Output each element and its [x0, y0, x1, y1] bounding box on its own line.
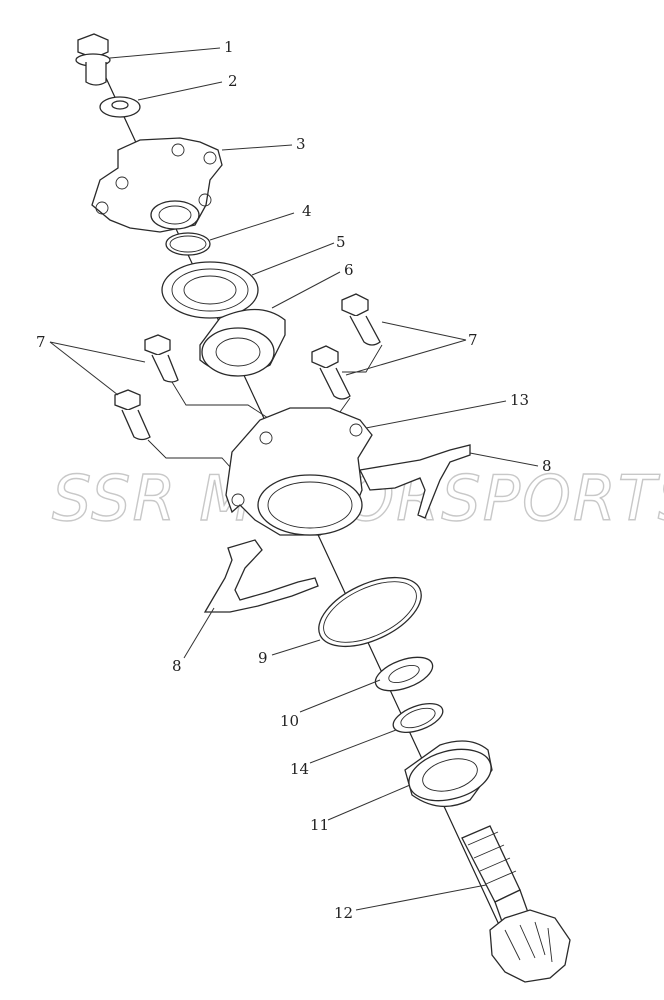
callout-7-left: 7: [36, 333, 46, 351]
part-10-spacer: [374, 656, 434, 692]
callout-4: 4: [302, 202, 312, 220]
part-7-bolt-left-top: [144, 334, 179, 383]
part-7-bolt-right-top: [341, 293, 381, 346]
part-14-shim: [392, 702, 444, 734]
part-4-o-ring: [165, 232, 211, 256]
part-6-bearing: [199, 308, 286, 377]
part-7-bolt-left-bottom: [114, 389, 151, 441]
callout-2: 2: [228, 72, 238, 90]
callout-13: 13: [510, 391, 529, 409]
callout-labels: 1 2 3 4 5 6 7 7 13 8 8 9 10 14 11 12: [36, 38, 552, 922]
part-8-gasket-left: [203, 539, 319, 613]
part-1-bolt: [75, 33, 111, 86]
part-3-flange: [91, 137, 223, 233]
part-5-oil-seal: [161, 261, 259, 319]
callout-8-left: 8: [172, 657, 182, 675]
callout-14: 14: [290, 760, 309, 778]
part-11-tapered-bearing: [404, 740, 493, 808]
part-2-washer: [99, 96, 141, 118]
part-13-housing: [225, 407, 373, 536]
part-8-gasket-right: [359, 444, 471, 519]
callout-7-right: 7: [468, 331, 478, 349]
callout-12: 12: [334, 904, 353, 922]
callout-3: 3: [296, 135, 306, 153]
part-9-large-o-ring: [318, 576, 422, 648]
callout-1: 1: [224, 38, 234, 56]
callout-8-right: 8: [542, 457, 552, 475]
callout-10: 10: [280, 712, 299, 730]
callout-6: 6: [344, 261, 354, 279]
callout-9: 9: [258, 649, 268, 667]
leader-lines: [49, 47, 539, 911]
callout-11: 11: [310, 816, 329, 834]
callout-5: 5: [336, 233, 346, 251]
part-12-pinion-gear: [461, 825, 571, 983]
part-7-bolt-right-bottom: [311, 345, 351, 400]
